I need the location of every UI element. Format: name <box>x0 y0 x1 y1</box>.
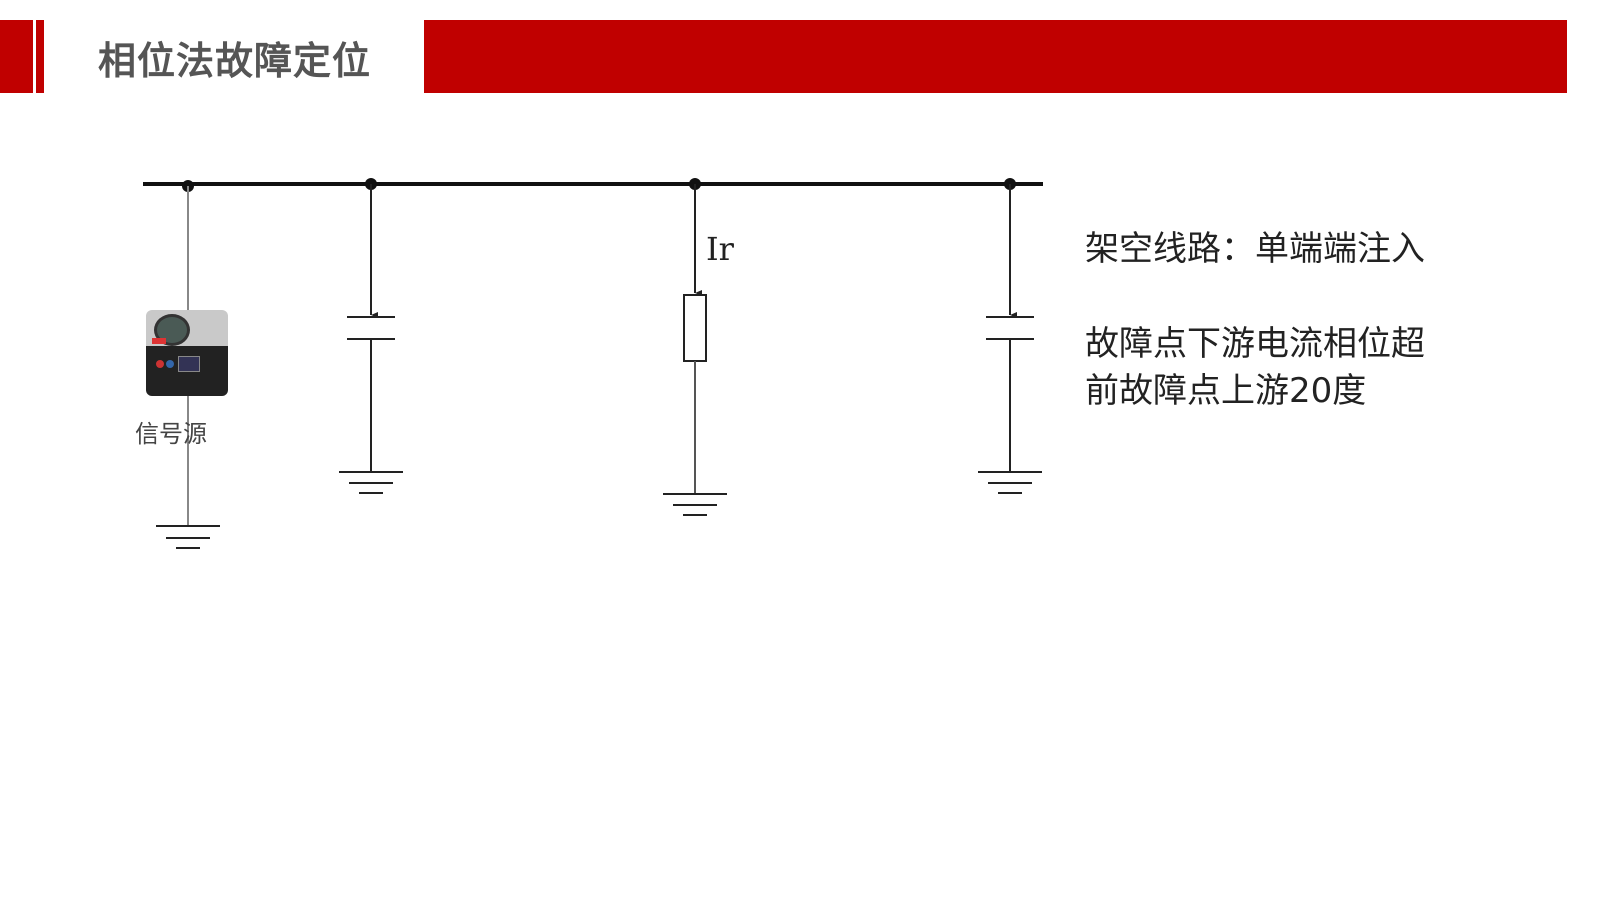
capacitor-branch-1 <box>339 184 403 494</box>
header-accent-bar-thin <box>36 20 44 93</box>
note-phase-line1: 故障点下游电流相位超 <box>1085 324 1425 364</box>
signal-source-device-image <box>146 310 228 396</box>
capacitor-branch-2 <box>978 184 1042 494</box>
page-title: 相位法故障定位 <box>98 39 372 83</box>
ground-symbol-source <box>156 525 220 549</box>
note-injection: 架空线路：单端端注入 <box>1085 229 1425 269</box>
signal-source-label: 信号源 <box>135 420 207 448</box>
header-accent-bar-left <box>0 20 33 93</box>
header-accent-bar-right <box>424 20 1567 93</box>
note-phase-line2: 前故障点上游20度 <box>1085 371 1367 411</box>
fault-resistor-branch <box>663 184 727 516</box>
current-label: Ir <box>706 230 734 268</box>
